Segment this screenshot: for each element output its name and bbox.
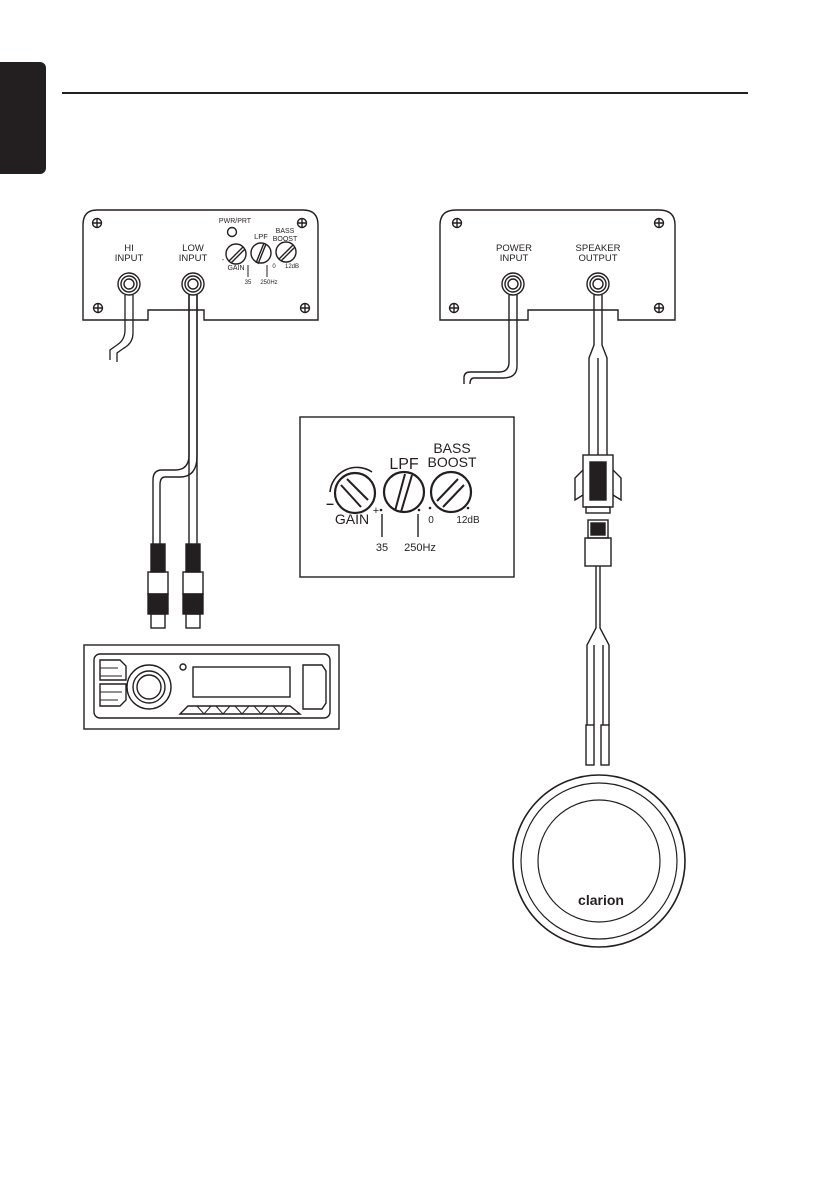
pwr-prt-label: PWR/PRT (219, 218, 252, 225)
bass-knob-small (276, 242, 296, 262)
speaker-brand-logo: clarion (578, 892, 624, 908)
gain-label: GAIN (335, 511, 369, 527)
rca-plug-left (148, 544, 168, 628)
lpf-label: LPF (389, 456, 419, 473)
power-input-jack (502, 273, 524, 295)
lpf-label-small: LPF (254, 232, 268, 241)
gain-plus: + (373, 505, 379, 517)
low-label-2: INPUT (179, 253, 208, 264)
rca-plug-right (183, 544, 203, 628)
left-amp-panel (83, 210, 318, 628)
gain-knob-small (226, 244, 246, 264)
gain-minus-small: - (222, 257, 225, 264)
lpf-max-small: 250Hz (260, 280, 277, 286)
gain-knob-icon (330, 467, 375, 513)
bass-max-label: 12dB (456, 515, 480, 526)
bass-label-small-1: BASS (276, 228, 295, 235)
bass-max-small: 12dB (285, 264, 299, 270)
gain-minus: – (326, 495, 334, 511)
screw-icon (450, 219, 664, 313)
bass-knob-icon (431, 472, 471, 512)
bass-label-2: BOOST (427, 454, 476, 470)
lpf-max-label: 250Hz (404, 542, 436, 554)
hi-input-jack (118, 273, 140, 295)
speaker-output-jack (587, 273, 609, 295)
head-unit-icon (84, 645, 339, 729)
bass-label-small-2: BOOST (273, 236, 298, 243)
hi-label-2: INPUT (115, 253, 144, 264)
lpf-min-small: 35 (245, 280, 252, 286)
low-input-jack (182, 273, 204, 295)
right-amp-panel (440, 210, 675, 765)
pwr-led-icon (228, 228, 237, 237)
lpf-min-label: 35 (376, 542, 388, 554)
speaker-label-2: OUTPUT (578, 253, 617, 264)
speaker-connector (575, 455, 621, 566)
gain-label-small: GAIN (227, 265, 244, 272)
lpf-knob-icon (384, 472, 424, 512)
lpf-knob-small (251, 243, 271, 264)
speaker-icon (513, 775, 685, 947)
power-label-2: INPUT (500, 253, 529, 264)
bass-min-label: 0 (428, 515, 434, 526)
bass-min-small: 0 (272, 264, 276, 270)
